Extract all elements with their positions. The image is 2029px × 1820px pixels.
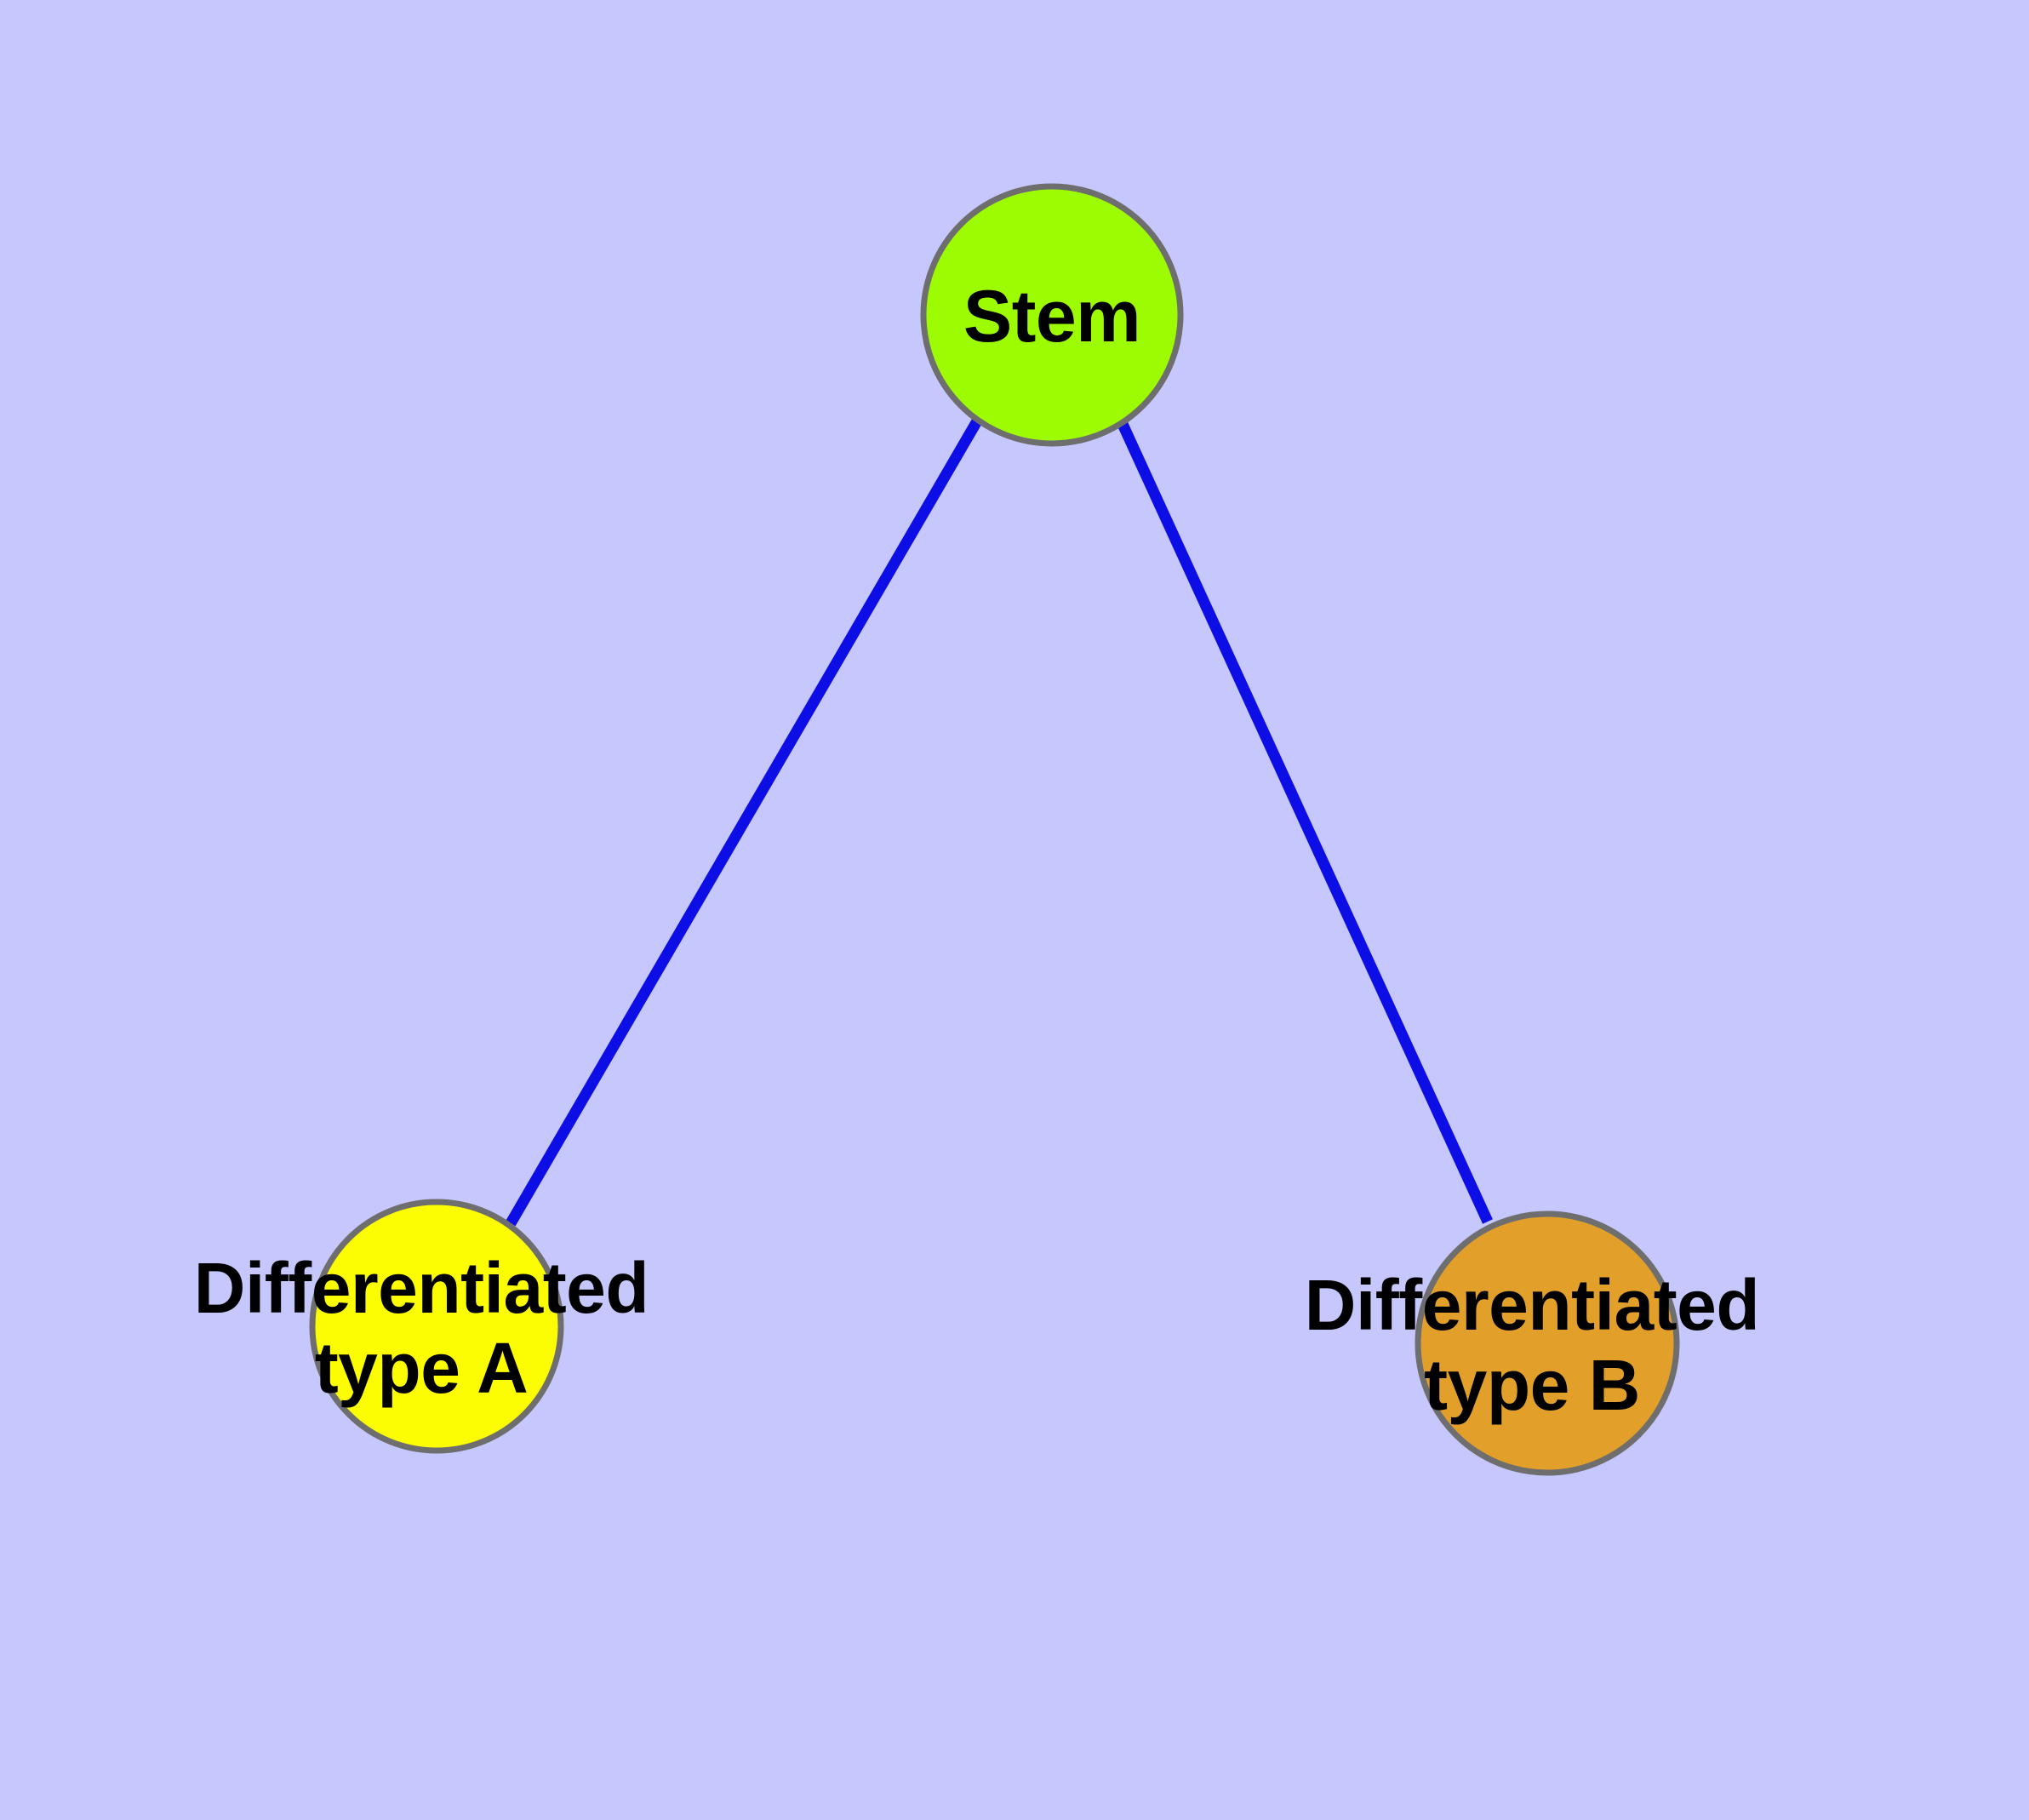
node-diff-a-circle[interactable] [309, 1199, 564, 1454]
node-stem-circle[interactable] [920, 183, 1184, 447]
node-layer [309, 183, 1680, 1476]
node-diff-b-circle[interactable] [1415, 1210, 1680, 1476]
edge-stem-to-diff-a[interactable] [506, 416, 983, 1227]
edge-layer [506, 416, 1493, 1227]
edge-stem-to-diff-b[interactable] [1117, 420, 1493, 1224]
